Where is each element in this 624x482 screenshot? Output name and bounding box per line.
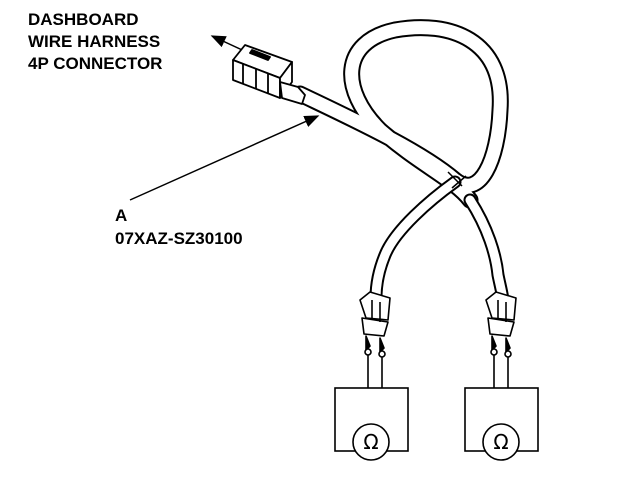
harness-cable xyxy=(291,19,509,209)
right-probe-connector-icon xyxy=(485,291,517,358)
tool-part-number: 07XAZ-SZ30100 xyxy=(115,229,243,248)
ohmmeter-icon: Ω xyxy=(493,430,509,454)
ohmmeter-icon: Ω xyxy=(363,430,379,454)
left-probe-connector-icon xyxy=(359,291,391,358)
connector-label-line-3: 4P CONNECTOR xyxy=(28,54,163,73)
connector-label-line-1: DASHBOARD xyxy=(28,10,139,29)
right-branch-cable xyxy=(463,193,510,307)
connector-icon xyxy=(232,44,306,105)
tool-leader-arrow xyxy=(129,115,320,201)
left-branch-cable xyxy=(369,175,462,305)
left-ohmmeter xyxy=(334,355,409,461)
tool-callout-label: A xyxy=(115,206,128,225)
connector-label-line-2: WIRE HARNESS xyxy=(28,32,161,51)
right-ohmmeter xyxy=(464,355,539,461)
